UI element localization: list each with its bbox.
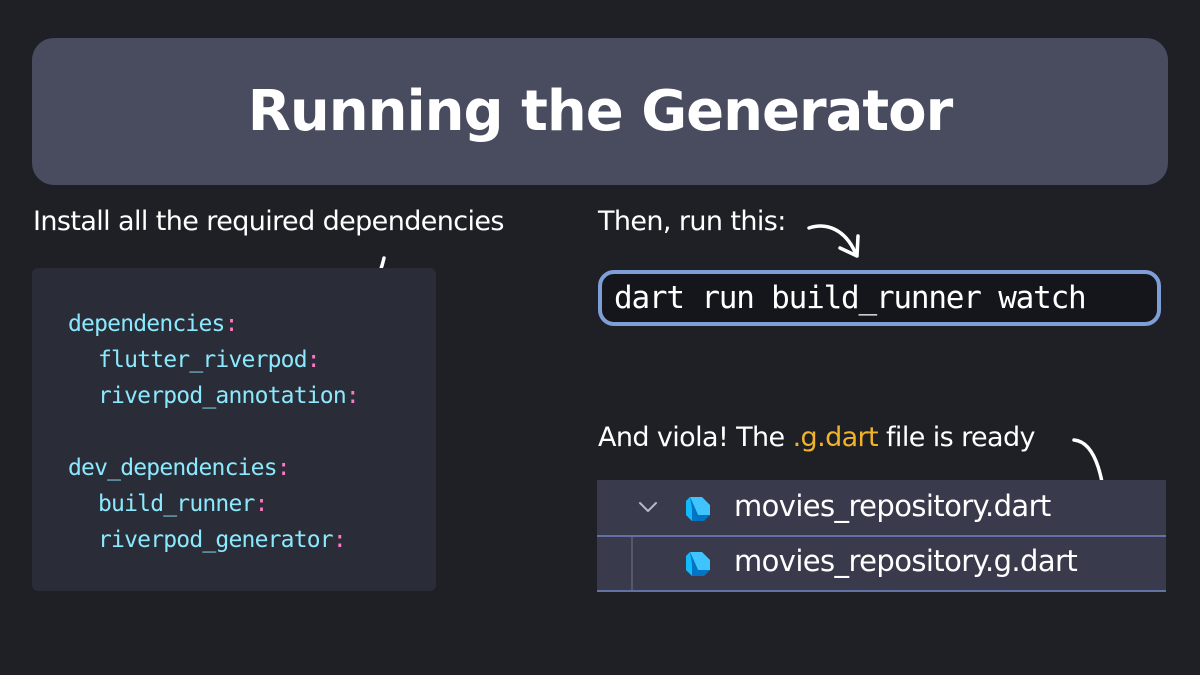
file-name[interactable]: movies_repository.dart [734, 489, 1051, 523]
yaml-colon: : [224, 311, 239, 337]
row-divider [597, 535, 1166, 537]
tree-row-movies-repository[interactable]: movies_repository.dart [597, 480, 1166, 535]
code-lines: dependencies: flutter_riverpod: riverpod… [68, 306, 360, 558]
install-caption: Install all the required dependencies [33, 206, 505, 237]
chevron-down-icon[interactable] [637, 496, 659, 518]
code-line: riverpod_annotation: [68, 378, 360, 414]
arrow-to-command-icon [807, 224, 860, 258]
terminal-command[interactable]: dart run build_runner watch [614, 280, 1087, 316]
dart-icon [686, 497, 710, 521]
yaml-key: riverpod_generator [98, 527, 334, 553]
yaml-colon: : [332, 527, 347, 553]
ready-caption-end: file is ready [878, 422, 1035, 453]
file-name[interactable]: movies_repository.g.dart [734, 544, 1078, 578]
yaml-colon: : [254, 491, 269, 517]
yaml-key: dependencies [68, 311, 225, 337]
tree-indent-guide [631, 537, 633, 590]
yaml-colon: : [345, 383, 360, 409]
generated-extension: .g.dart [792, 422, 879, 453]
yaml-key: dev_dependencies [68, 455, 278, 481]
page-title: Running the Generator [247, 79, 954, 144]
run-caption: Then, run this: [598, 206, 786, 237]
code-line: dependencies: [68, 306, 359, 342]
pubspec-code-block: dependencies: flutter_riverpod: riverpod… [32, 268, 436, 591]
ready-caption-start: And viola! The [598, 422, 793, 453]
tree-row-movies-repository-g[interactable]: movies_repository.g.dart [597, 537, 1166, 592]
yaml-colon: : [306, 347, 321, 373]
title-banner: Running the Generator [32, 38, 1168, 185]
yaml-key: build_runner [98, 491, 255, 517]
ready-caption: And viola! The .g.dart file is ready [598, 422, 1035, 453]
code-line: build_runner: [68, 486, 359, 522]
file-explorer-tree: movies_repository.dart movies_repository… [597, 480, 1166, 592]
code-line: dev_dependencies: [68, 450, 359, 486]
yaml-key: riverpod_annotation [98, 383, 347, 409]
yaml-colon: : [276, 455, 291, 481]
yaml-key: flutter_riverpod [98, 347, 308, 373]
code-line: riverpod_generator: [68, 522, 359, 558]
terminal-command-box[interactable]: dart run build_runner watch [598, 270, 1161, 326]
dart-icon [686, 552, 710, 576]
code-blank-line [68, 414, 359, 450]
code-line: flutter_riverpod: [68, 342, 359, 378]
